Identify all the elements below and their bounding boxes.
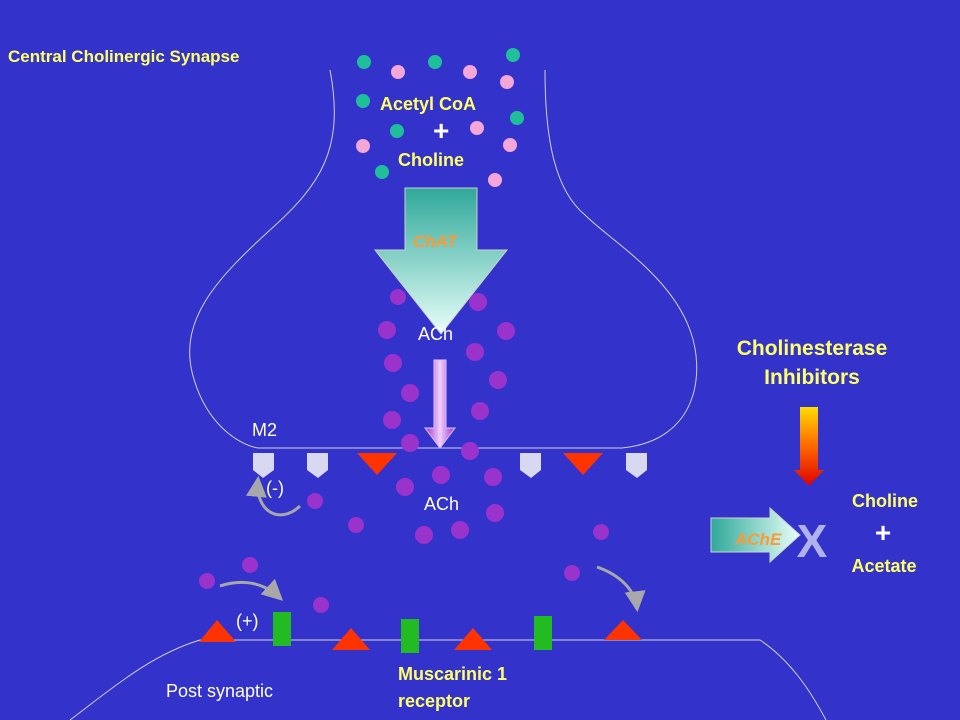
ach-dot [593, 524, 609, 540]
ach-dot [378, 321, 396, 339]
choline-dot [470, 121, 484, 135]
negative-feedback-label: (-) [266, 478, 284, 498]
ach-dot [432, 466, 450, 484]
postsynaptic-label: Post synaptic [166, 681, 273, 701]
ach-dot [401, 384, 419, 402]
postsynaptic-triangle-receptor [454, 628, 492, 650]
ach-label-cleft: ACh [424, 494, 459, 514]
m1-receptor [534, 616, 552, 650]
chat-enzyme-label: ChAT [413, 232, 459, 251]
ach-dot [564, 565, 580, 581]
ach-dot [242, 557, 258, 573]
m1-receptor-label-line2: receptor [398, 691, 470, 711]
choline-label: Choline [398, 150, 464, 170]
ach-dot [383, 411, 401, 429]
choline-dot [503, 138, 517, 152]
acetyl-coa-dot [357, 55, 371, 69]
ach-dot [390, 289, 406, 305]
ach-release-arrow [424, 359, 456, 449]
ach-dot [451, 521, 469, 539]
ach-dot [307, 493, 323, 509]
ach-dot [489, 371, 507, 389]
acetyl-coa-dot [356, 94, 370, 108]
acetate-product-label: Acetate [851, 556, 916, 576]
chat-arrow [373, 187, 509, 335]
acetyl-coa-dot [390, 124, 404, 138]
ach-dot [396, 478, 414, 496]
m2-autoreceptor [520, 453, 541, 478]
ach-dot [461, 442, 479, 460]
postsynaptic-triangle-receptor [332, 628, 370, 650]
choline-dot [356, 139, 370, 153]
ach-dot [471, 402, 489, 420]
acetyl-coa-dot [506, 48, 520, 62]
ach-dot [199, 573, 215, 589]
inhibitors-title-line1: Cholinesterase [737, 337, 888, 360]
precursor-dots [356, 48, 524, 187]
ache-enzyme-label: AChE [734, 530, 782, 549]
presynaptic-triangle-receptor [357, 453, 397, 475]
choline-product-label: Choline [852, 491, 918, 511]
ach-dots-cleft [199, 466, 609, 613]
presynaptic-triangle-receptor [563, 453, 603, 475]
ache-arrow [710, 506, 801, 564]
postsynaptic-triangle-receptor [604, 620, 642, 640]
ach-dot [313, 597, 329, 613]
inhibitor-arrow [794, 407, 824, 486]
postsynaptic-triangle-receptor [199, 620, 236, 642]
ach-dot [415, 526, 433, 544]
m1-receptor-label-line1: Muscarinic 1 [398, 664, 507, 684]
choline-dot [463, 65, 477, 79]
positive-effect-label: (+) [236, 611, 259, 631]
products-plus-sign: + [875, 517, 891, 548]
acetyl-coa-dot [428, 55, 442, 69]
ach-dot [469, 293, 487, 311]
m2-autoreceptor [253, 453, 274, 478]
acetyl-coa-dot [510, 111, 524, 125]
ach-dot [384, 354, 402, 372]
postsynaptic-membrane [69, 639, 827, 720]
m2-autoreceptor [626, 453, 647, 478]
m1-receptor [273, 612, 291, 646]
ach-dots-presynaptic [378, 289, 515, 460]
binding-arrow-left [219, 578, 284, 601]
negative-feedback-arrow [245, 475, 302, 517]
ach-dot [401, 434, 419, 452]
ach-dot [348, 517, 364, 533]
ach-dot [484, 468, 502, 486]
m2-autoreceptor [307, 453, 328, 478]
ach-dot [466, 343, 484, 361]
acetyl-coa-dot [375, 165, 389, 179]
presynaptic-terminal-outline [189, 69, 698, 449]
m2-label: M2 [252, 420, 277, 440]
plus-sign: + [433, 115, 449, 146]
acetyl-coa-label: Acetyl CoA [380, 94, 476, 114]
diagram-title: Central Cholinergic Synapse [8, 47, 239, 66]
m1-receptor [401, 619, 419, 653]
choline-dot [488, 173, 502, 187]
ach-dot [486, 504, 504, 522]
choline-dot [391, 65, 405, 79]
ach-dot [497, 322, 515, 340]
choline-dot [500, 75, 514, 89]
ach-label-presynaptic: ACh [418, 324, 453, 344]
ache-block-x: X [797, 515, 828, 567]
inhibitors-title-line2: Inhibitors [764, 366, 860, 389]
binding-arrow-right [596, 565, 646, 613]
